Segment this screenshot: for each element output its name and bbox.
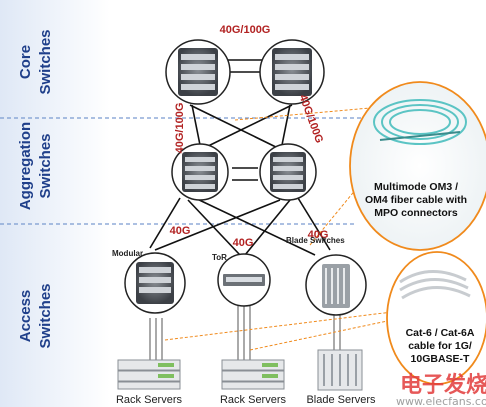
core-label-line2: Switches bbox=[37, 29, 54, 94]
core-agg-right-speed: 40G/100G bbox=[296, 93, 325, 145]
modular-label: Modular bbox=[112, 249, 143, 258]
rack-servers-left-label: Rack Servers bbox=[116, 394, 183, 406]
link-lines bbox=[149, 59, 331, 256]
core-switch-right bbox=[259, 39, 325, 105]
core-agg-left-speed: 40G/100G bbox=[174, 103, 186, 154]
agg-access-right-speed: 40G bbox=[308, 229, 329, 241]
fiber-caption-line3: MPO connectors bbox=[374, 207, 458, 219]
aggregation-label-line2: Switches bbox=[37, 133, 54, 198]
aggregation-label-line1: Aggregation bbox=[17, 122, 34, 210]
watermark-logo-text: 电子发烧友 bbox=[400, 372, 486, 398]
rack-servers-middle-label: Rack Servers bbox=[220, 394, 287, 406]
fiber-caption-line2: OM4 fiber cable with bbox=[365, 194, 467, 206]
copper-cable-callout bbox=[386, 251, 486, 385]
copper-caption-line1: Cat-6 / Cat-6A bbox=[406, 327, 475, 339]
tor-label: ToR bbox=[212, 253, 227, 262]
copper-caption-line3: 10GBASE-T bbox=[411, 353, 471, 365]
watermark-url: www.elecfans.com bbox=[396, 395, 486, 407]
access-label-line1: Access bbox=[17, 290, 34, 343]
agg-access-left-speed: 40G bbox=[170, 225, 191, 237]
rack-servers-middle bbox=[221, 359, 285, 390]
access-label-line2: Switches bbox=[37, 283, 54, 348]
core-interconnect-speed: 40G/100G bbox=[220, 24, 271, 36]
copper-cable-image bbox=[399, 270, 471, 300]
core-label-line1: Core bbox=[17, 45, 34, 79]
core-switch-left bbox=[165, 39, 231, 105]
aggregation-switch-right bbox=[259, 143, 317, 201]
blade-switches-label: Blade Switches bbox=[286, 236, 345, 245]
access-switch-tor bbox=[217, 253, 271, 307]
blade-servers bbox=[317, 349, 363, 391]
tier-band bbox=[0, 0, 110, 407]
fiber-cable-callout bbox=[349, 81, 486, 251]
fiber-caption-line1: Multimode OM3 / bbox=[374, 181, 458, 193]
aggregation-switch-left bbox=[171, 143, 229, 201]
agg-access-middle-speed: 40G bbox=[233, 237, 254, 249]
rack-servers-left bbox=[117, 359, 181, 390]
copper-caption-line2: cable for 1G/ bbox=[408, 340, 472, 352]
fiber-cable-image bbox=[373, 99, 467, 145]
access-switch-modular bbox=[124, 252, 186, 314]
blade-servers-label: Blade Servers bbox=[306, 394, 376, 406]
access-switch-blade bbox=[305, 254, 367, 316]
